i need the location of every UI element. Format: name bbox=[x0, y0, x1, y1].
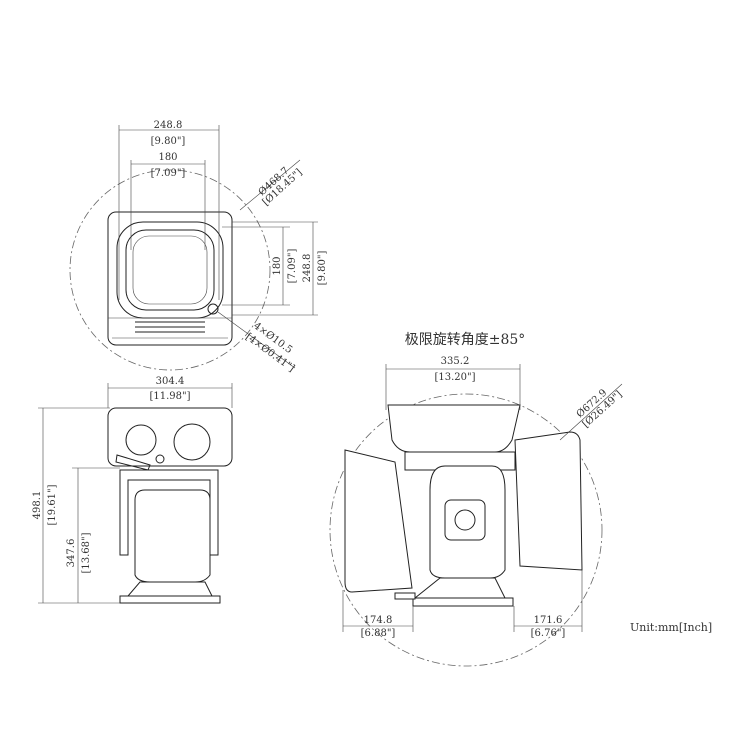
front-body bbox=[134, 489, 211, 583]
top-height-inner-in: [7.09"] bbox=[287, 249, 298, 284]
top-width-outer: 248.8 bbox=[154, 120, 183, 131]
side-tilt-axis bbox=[454, 509, 476, 531]
side-base bbox=[413, 577, 506, 599]
top-height-outer-in: [9.80"] bbox=[317, 251, 328, 286]
front-base-plate bbox=[119, 595, 221, 604]
side-left-offset: 174.8 bbox=[364, 615, 393, 626]
top-width-outer-in: [9.80"] bbox=[151, 136, 186, 147]
front-base bbox=[126, 581, 213, 597]
side-housing-tilted-left bbox=[344, 449, 413, 593]
unit-label: Unit:mm[Inch] bbox=[630, 621, 712, 634]
front-view: 304.4 [11.98"] 498.1 [19.61"] 347.6 [13.… bbox=[32, 376, 233, 604]
top-view: 248.8 [9.80"] 180 [7.09"] Ø468.7 [Ø18.45… bbox=[69, 120, 328, 374]
rotation-limit-title: 极限旋转角度±85° bbox=[405, 332, 526, 348]
side-right-offset: 171.6 bbox=[534, 615, 563, 626]
top-view-sweep-circle bbox=[69, 169, 271, 371]
side-base-plate bbox=[412, 597, 514, 607]
top-width-inner: 180 bbox=[158, 152, 177, 163]
front-lens-small bbox=[125, 424, 157, 456]
side-view: 极限旋转角度±85° 335.2 [13.20"] Ø672.9 [Ø26.49… bbox=[329, 332, 625, 667]
side-tilt-hub bbox=[444, 499, 486, 541]
side-housing-level bbox=[387, 404, 521, 453]
front-height-body-in: [13.68"] bbox=[81, 532, 92, 573]
front-width: 304.4 bbox=[156, 376, 185, 387]
side-body bbox=[429, 465, 506, 579]
top-view-vents bbox=[108, 317, 232, 339]
side-housing-tilted-right bbox=[514, 431, 583, 571]
top-view-connector bbox=[207, 303, 219, 315]
side-sweep-circle bbox=[329, 393, 603, 667]
top-height-outer: 248.8 bbox=[302, 254, 313, 283]
top-width-inner-in: [7.09"] bbox=[151, 168, 186, 179]
front-height-total-in: [19.61"] bbox=[47, 484, 58, 525]
side-width: 335.2 bbox=[441, 356, 470, 367]
side-width-in: [13.20"] bbox=[434, 372, 475, 383]
front-height-total: 498.1 bbox=[32, 491, 43, 520]
side-left-offset-in: [6.88"] bbox=[361, 628, 396, 639]
side-right-offset-in: [6.76"] bbox=[531, 628, 566, 639]
top-view-ring-inner bbox=[125, 229, 215, 311]
side-cable-gland bbox=[394, 592, 416, 600]
front-width-in: [11.98"] bbox=[149, 391, 190, 402]
front-yoke bbox=[119, 469, 219, 556]
front-lens-large bbox=[173, 423, 211, 461]
front-camera-housing bbox=[107, 407, 233, 467]
top-view-housing bbox=[107, 211, 233, 346]
top-height-inner: 180 bbox=[272, 256, 283, 275]
front-height-body: 347.6 bbox=[66, 539, 77, 568]
front-indicator bbox=[155, 454, 165, 464]
top-view-window bbox=[132, 235, 208, 305]
